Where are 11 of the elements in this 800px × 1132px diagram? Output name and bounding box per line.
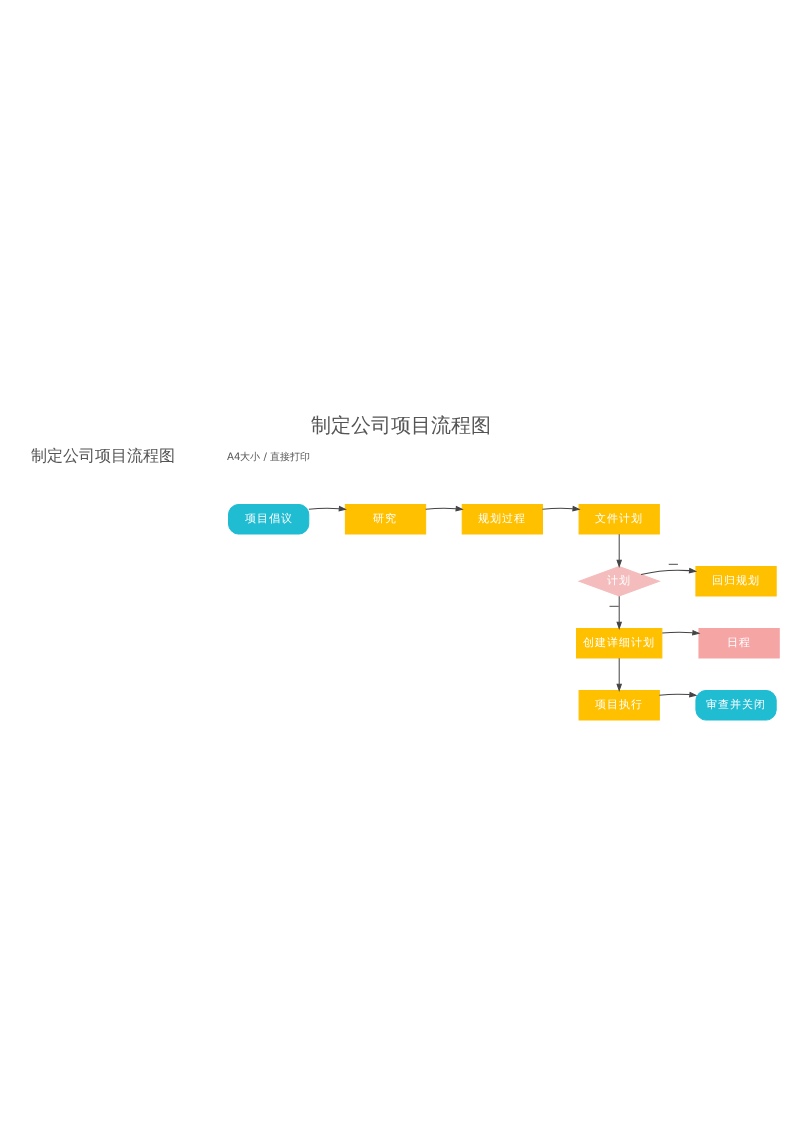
arrow bbox=[541, 505, 580, 512]
arrow bbox=[615, 595, 622, 630]
arrow bbox=[307, 505, 346, 512]
arrow bbox=[615, 657, 622, 692]
label: 制定公司项目流程图 bbox=[30, 445, 175, 466]
arrow bbox=[660, 629, 700, 636]
arrow bbox=[615, 533, 622, 568]
arrow bbox=[639, 567, 697, 575]
diagram-title: 制定公司项目流程图 bbox=[310, 416, 490, 439]
arrow bbox=[657, 691, 697, 698]
arrow bbox=[424, 505, 463, 512]
